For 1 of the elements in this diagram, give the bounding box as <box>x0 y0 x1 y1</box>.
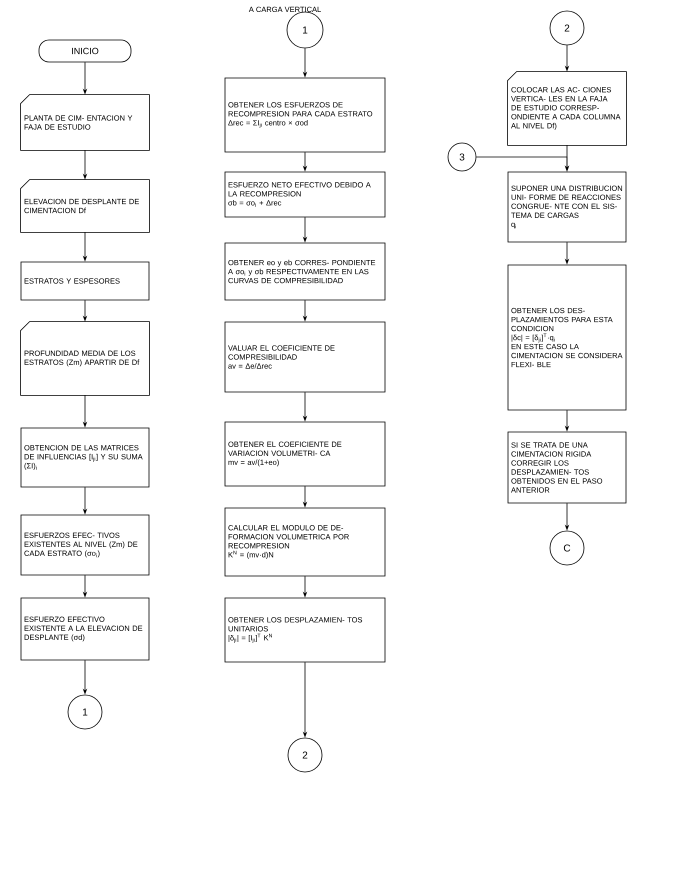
start-terminal: INICIO <box>38 40 132 62</box>
